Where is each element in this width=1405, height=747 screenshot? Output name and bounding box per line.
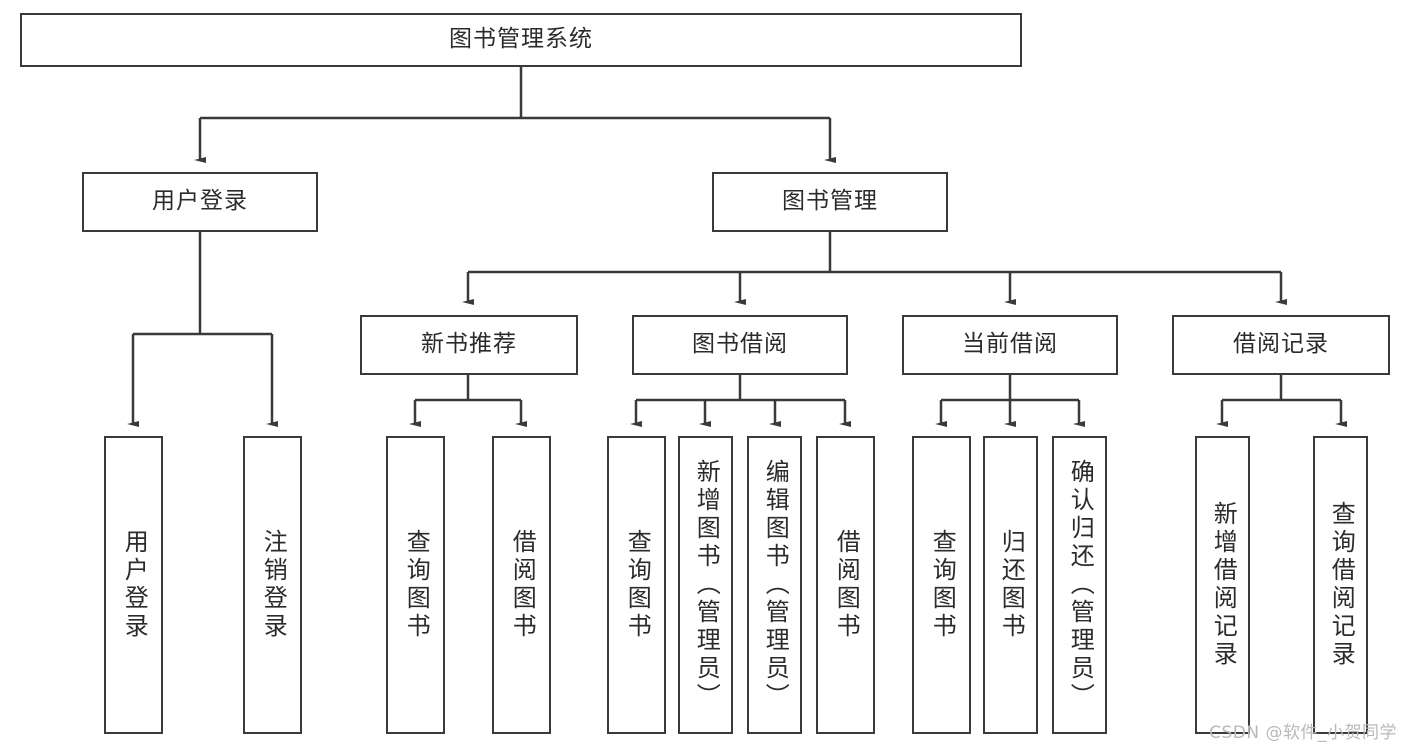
leaf-current-query-book[interactable]: 查询图书 bbox=[912, 436, 971, 734]
leaf-borrow-add-book[interactable]: 新增图书（管理员） bbox=[678, 436, 733, 734]
node-book-borrow-label: 图书借阅 bbox=[692, 331, 788, 358]
watermark-text: CSDN @软件_小贺同学 bbox=[1209, 723, 1397, 743]
node-root[interactable]: 图书管理系统 bbox=[20, 13, 1022, 67]
leaf-record-query-record-label: 查询借阅记录 bbox=[1327, 501, 1356, 669]
leaf-new-book-borrow-book[interactable]: 借阅图书 bbox=[492, 436, 551, 734]
leaf-logout[interactable]: 注销登录 bbox=[243, 436, 302, 734]
leaf-new-book-query-book[interactable]: 查询图书 bbox=[386, 436, 445, 734]
node-user-login[interactable]: 用户登录 bbox=[82, 172, 318, 232]
leaf-current-return-book[interactable]: 归还图书 bbox=[983, 436, 1038, 734]
node-borrow-record-label: 借阅记录 bbox=[1233, 331, 1329, 358]
leaf-record-query-record[interactable]: 查询借阅记录 bbox=[1313, 436, 1368, 734]
leaf-new-book-query-book-label: 查询图书 bbox=[402, 529, 431, 641]
node-new-book-recommend-label: 新书推荐 bbox=[421, 331, 517, 358]
node-book-management[interactable]: 图书管理 bbox=[712, 172, 948, 232]
leaf-borrow-borrow-book[interactable]: 借阅图书 bbox=[816, 436, 875, 734]
node-user-login-label: 用户登录 bbox=[152, 188, 248, 215]
leaf-borrow-query-book-label: 查询图书 bbox=[623, 529, 652, 641]
leaf-borrow-borrow-book-label: 借阅图书 bbox=[832, 529, 861, 641]
node-book-borrow[interactable]: 图书借阅 bbox=[632, 315, 848, 375]
leaf-current-return-book-label: 归还图书 bbox=[997, 529, 1026, 641]
leaf-borrow-query-book[interactable]: 查询图书 bbox=[607, 436, 666, 734]
node-current-borrow[interactable]: 当前借阅 bbox=[902, 315, 1118, 375]
leaf-new-book-borrow-book-label: 借阅图书 bbox=[508, 529, 537, 641]
leaf-user-login[interactable]: 用户登录 bbox=[104, 436, 163, 734]
leaf-borrow-edit-book-label: 编辑图书（管理员） bbox=[761, 459, 790, 711]
node-borrow-record[interactable]: 借阅记录 bbox=[1172, 315, 1390, 375]
leaf-current-confirm-return[interactable]: 确认归还（管理员） bbox=[1052, 436, 1107, 734]
node-new-book-recommend[interactable]: 新书推荐 bbox=[360, 315, 578, 375]
leaf-borrow-add-book-label: 新增图书（管理员） bbox=[692, 459, 721, 711]
node-current-borrow-label: 当前借阅 bbox=[962, 331, 1058, 358]
leaf-logout-label: 注销登录 bbox=[259, 529, 288, 641]
leaf-record-add-record-label: 新增借阅记录 bbox=[1209, 501, 1238, 669]
node-book-management-label: 图书管理 bbox=[782, 188, 878, 215]
node-root-label: 图书管理系统 bbox=[449, 26, 593, 53]
leaf-user-login-label: 用户登录 bbox=[120, 529, 149, 641]
leaf-borrow-edit-book[interactable]: 编辑图书（管理员） bbox=[747, 436, 802, 734]
leaf-current-query-book-label: 查询图书 bbox=[928, 529, 957, 641]
leaf-record-add-record[interactable]: 新增借阅记录 bbox=[1195, 436, 1250, 734]
leaf-current-confirm-return-label: 确认归还（管理员） bbox=[1066, 459, 1095, 711]
